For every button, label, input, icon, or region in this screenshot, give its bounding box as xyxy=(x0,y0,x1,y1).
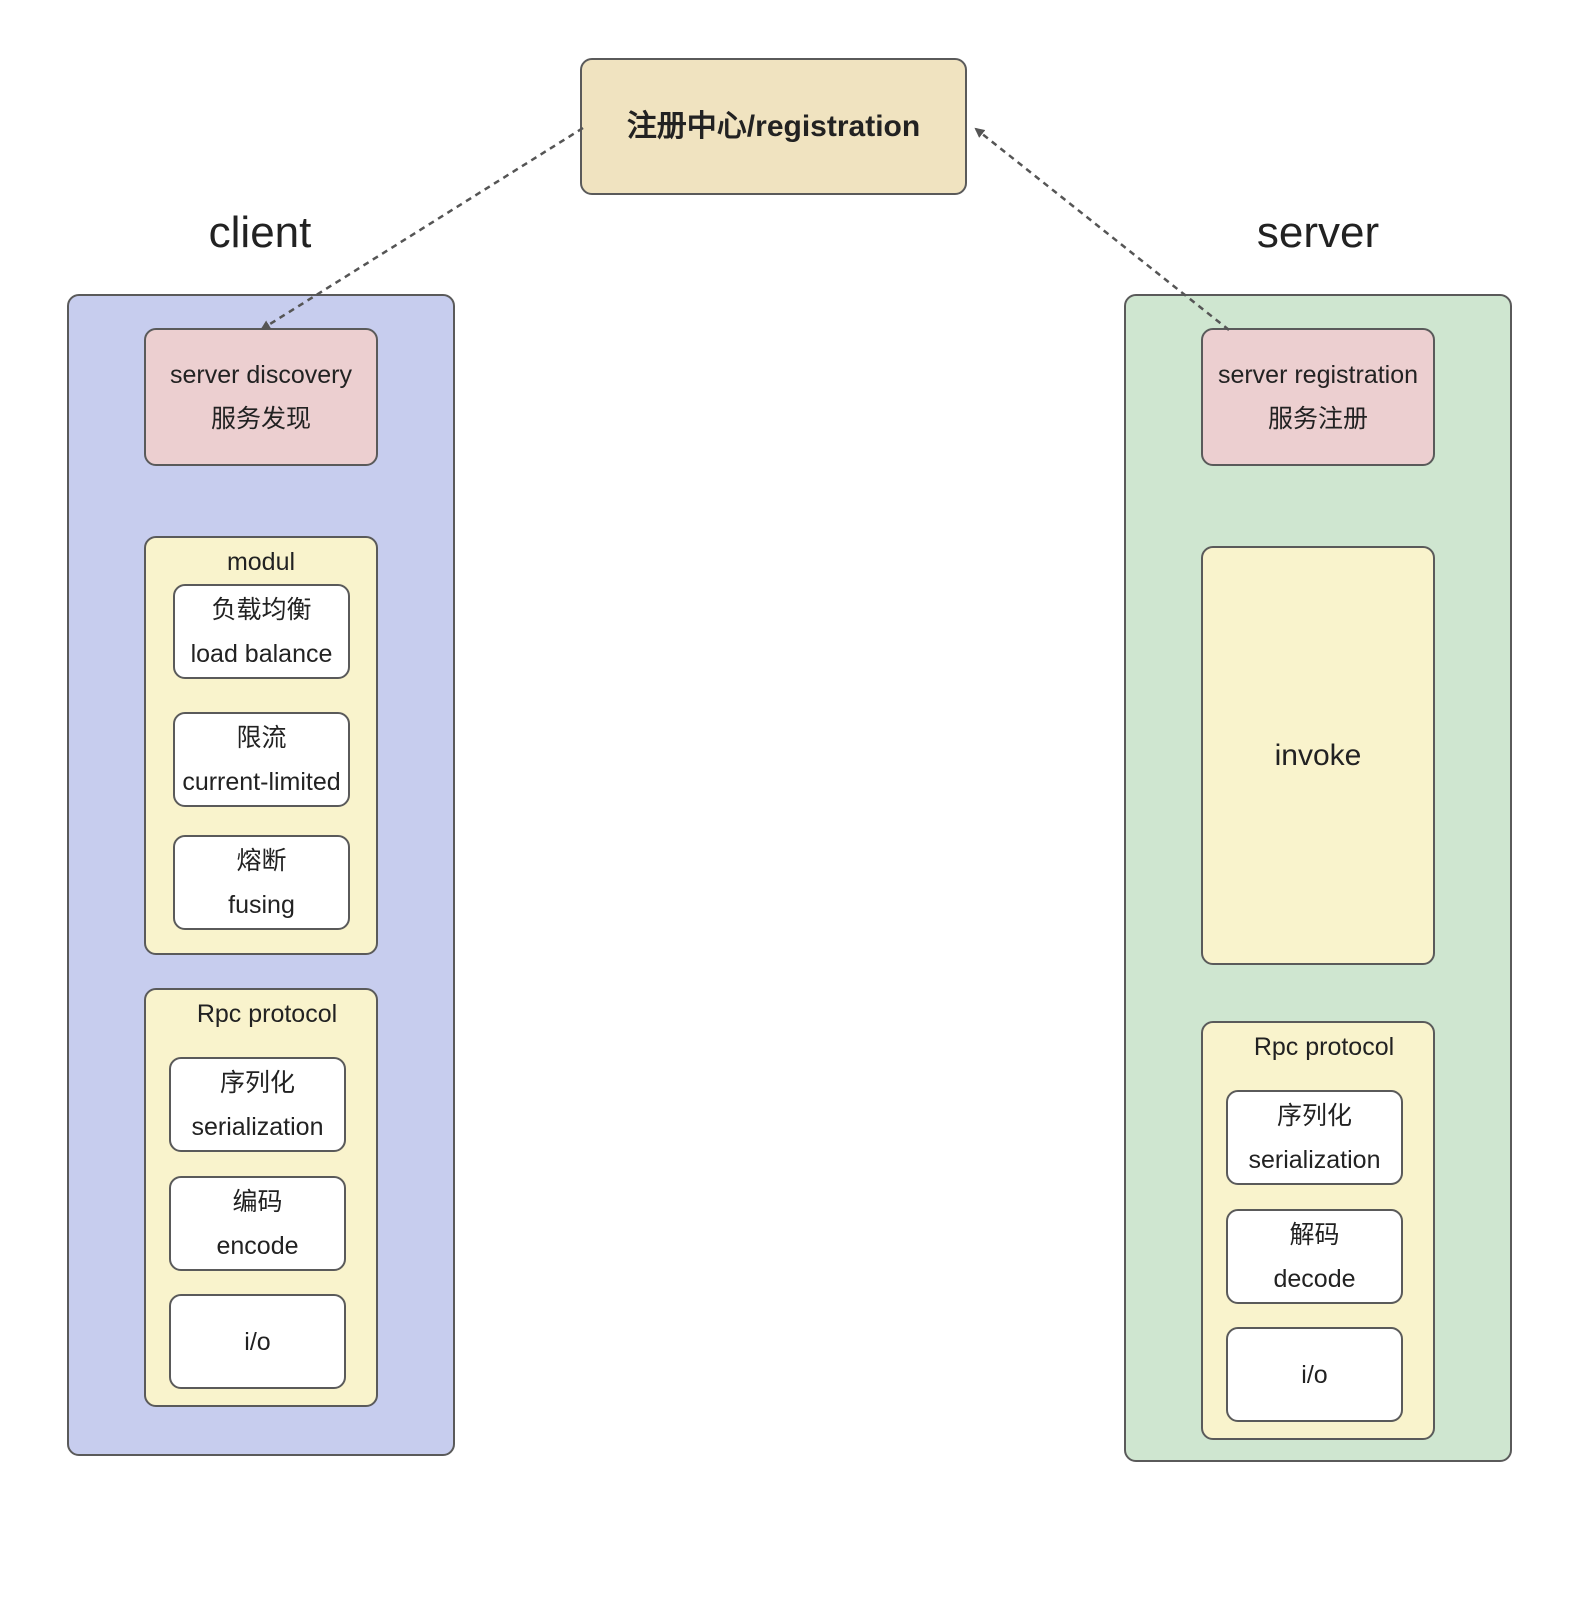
invoke-label: invoke xyxy=(1274,738,1362,772)
encode-label: encode xyxy=(216,1231,299,1260)
load-balance-label-cn: 负载均衡 xyxy=(211,595,312,624)
modul-label: modul xyxy=(226,548,296,576)
invoke-box: invoke xyxy=(1201,546,1435,965)
server-registration-label: server registration xyxy=(1217,361,1419,389)
decode-box: 解码 decode xyxy=(1226,1209,1403,1304)
client-serialization-label-cn: 序列化 xyxy=(219,1068,295,1097)
decode-label-cn: 解码 xyxy=(1289,1220,1340,1249)
server-registration-box: server registration 服务注册 xyxy=(1201,328,1435,466)
registration-center-label: 注册中心/registration xyxy=(626,109,921,143)
client-io-box: i/o xyxy=(169,1294,346,1389)
server-io-label: i/o xyxy=(1301,1360,1328,1389)
current-limited-label: current-limited xyxy=(182,767,341,796)
registration-arrow xyxy=(974,127,1230,331)
server-discovery-label: server discovery xyxy=(170,361,352,389)
client-io-label: i/o xyxy=(244,1327,271,1356)
server-serialization-label: serialization xyxy=(1248,1145,1381,1174)
encode-label-cn: 编码 xyxy=(232,1187,283,1216)
discovery-arrow xyxy=(260,126,584,331)
fusing-label-cn: 熔断 xyxy=(236,846,287,875)
server-serialization-box: 序列化 serialization xyxy=(1226,1090,1403,1185)
load-balance-label: load balance xyxy=(190,639,333,668)
client-rpc-protocol-label: Rpc protocol xyxy=(196,1000,338,1028)
encode-box: 编码 encode xyxy=(169,1176,346,1271)
fusing-box: 熔断 fusing xyxy=(173,835,350,930)
server-io-box: i/o xyxy=(1226,1327,1403,1422)
load-balance-box: 负载均衡 load balance xyxy=(173,584,350,679)
client-title: client xyxy=(208,208,312,257)
decode-label: decode xyxy=(1273,1264,1356,1293)
current-limited-box: 限流 current-limited xyxy=(173,712,350,807)
client-serialization-label: serialization xyxy=(191,1112,324,1141)
server-registration-label-cn: 服务注册 xyxy=(1267,405,1368,433)
current-limited-label-cn: 限流 xyxy=(236,723,287,752)
registration-center-box: 注册中心/registration xyxy=(580,58,967,195)
server-serialization-label-cn: 序列化 xyxy=(1276,1101,1352,1130)
server-discovery-box: server discovery 服务发现 xyxy=(144,328,378,466)
server-rpc-protocol-label: Rpc protocol xyxy=(1253,1033,1395,1061)
client-serialization-box: 序列化 serialization xyxy=(169,1057,346,1152)
server-discovery-label-cn: 服务发现 xyxy=(210,405,311,433)
server-title: server xyxy=(1256,208,1380,257)
fusing-label: fusing xyxy=(228,890,295,919)
